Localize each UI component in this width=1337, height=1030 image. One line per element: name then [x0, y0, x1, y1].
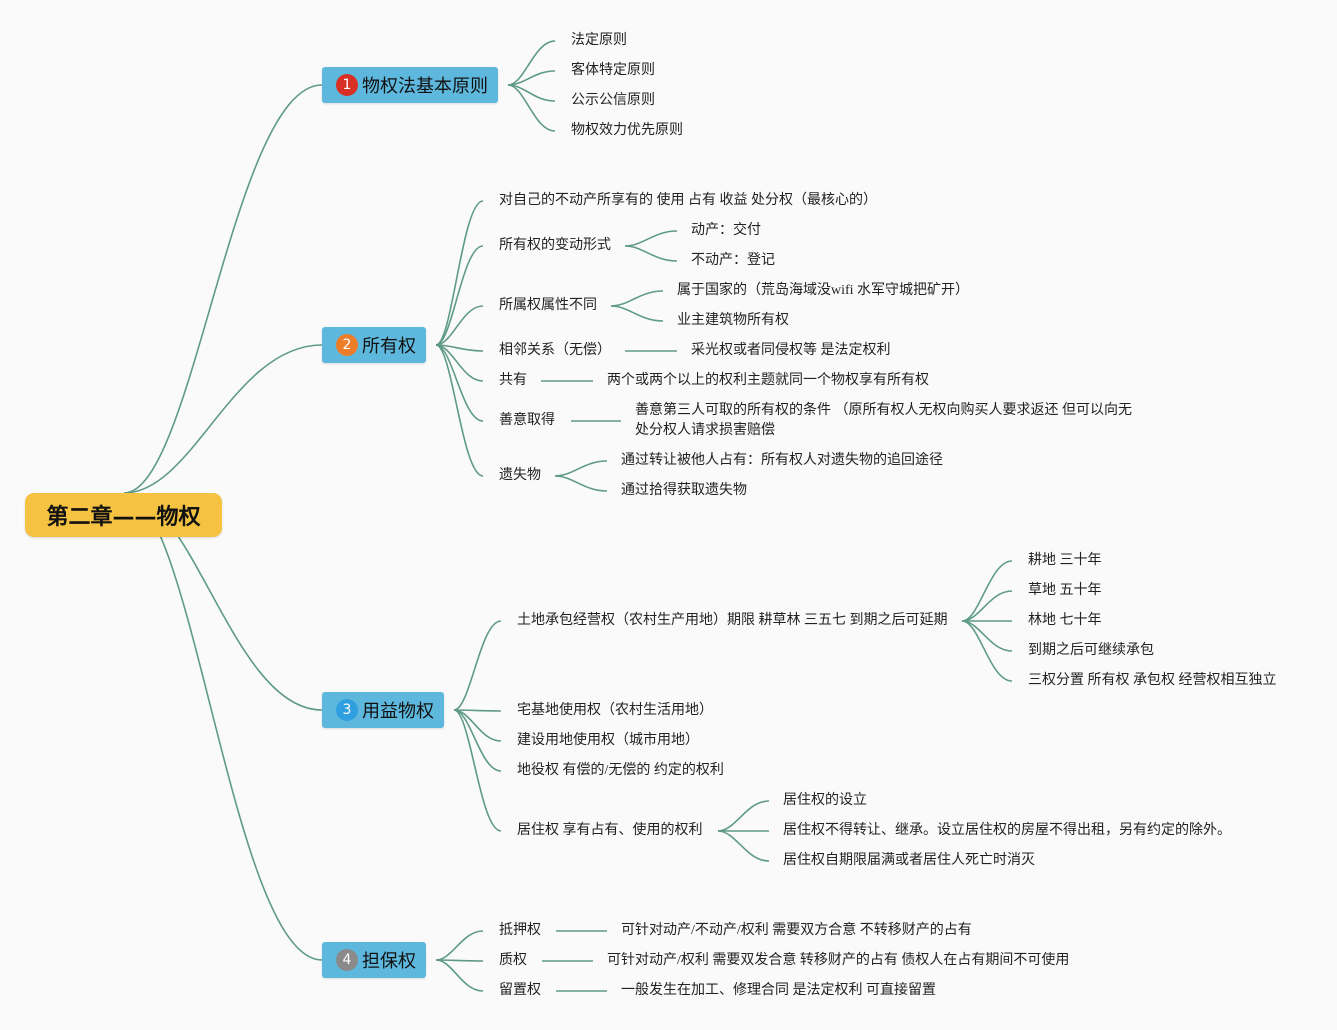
leaf-grassland[interactable]: 草地 五十年: [1028, 583, 1102, 598]
leaf-good-faith-detail[interactable]: 善意第三人可取的所有权的条件 （原所有权人无权向购买人要求返还 但可以向无处分权…: [635, 403, 1132, 438]
leaf-mortgage-detail[interactable]: 可针对动产/不动产/权利 需要双方合意 不转移财产的占有: [621, 923, 972, 938]
root-connector: [123, 492, 323, 961]
leaf-public-trust-principle[interactable]: 公示公信原则: [571, 93, 655, 108]
leaf-priority-principle[interactable]: 物权效力优先原则: [571, 123, 683, 138]
leaf-construction-land[interactable]: 建设用地使用权（城市用地）: [517, 733, 699, 748]
leaf-residence-restrict[interactable]: 居住权不得转让、继承。设立居住权的房屋不得出租，另有约定的除外。: [783, 823, 1231, 838]
leaf-specific-object-principle[interactable]: 客体特定原则: [571, 63, 655, 78]
branch-ownership[interactable]: 2 所有权: [322, 327, 426, 363]
leaf-residence-right[interactable]: 居住权 享有占有、使用的权利: [517, 823, 703, 838]
number-1-icon: 1: [336, 74, 358, 96]
leaf-mortgage[interactable]: 抵押权: [499, 923, 541, 938]
leaf-residence-establish[interactable]: 居住权的设立: [783, 793, 867, 808]
leaf-forestland[interactable]: 林地 七十年: [1028, 613, 1102, 628]
leaf-lien[interactable]: 留置权: [499, 983, 541, 998]
leaf-farmland[interactable]: 耕地 三十年: [1028, 553, 1102, 568]
branch-label: 担保权: [362, 951, 416, 972]
root-connector: [123, 344, 323, 494]
branch3-connector: [453, 709, 502, 772]
branch-usufruct[interactable]: 3 用益物权: [322, 692, 444, 728]
root-connector: [123, 84, 323, 494]
leaf-neighbor-relation[interactable]: 相邻关系（无偿）: [499, 343, 611, 358]
branch4-connector: [435, 930, 484, 961]
branch2-connector: [435, 200, 484, 346]
leaf-immovable-registration[interactable]: 不动产：登记: [691, 253, 775, 268]
leaf-state-owned[interactable]: 属于国家的（荒岛海域没wifi 水军守城把矿开）: [677, 283, 970, 298]
leaf-owner-building[interactable]: 业主建筑物所有权: [677, 313, 789, 328]
residence-connector: [717, 830, 770, 862]
branch2-connector: [435, 344, 484, 422]
number-2-icon: 2: [336, 334, 358, 356]
leaf-lost-found[interactable]: 通过拾得获取遗失物: [621, 483, 747, 498]
branch2-connector: [435, 305, 484, 346]
leaf-renewal[interactable]: 到期之后可继续承包: [1028, 643, 1154, 658]
leaf-change-forms[interactable]: 所有权的变动形式: [499, 238, 611, 253]
leaf-neighbor-detail[interactable]: 采光权或者同侵权等 是法定权利: [691, 343, 891, 358]
leaf-lost-recovery[interactable]: 通过转让被他人占有：所有权人对遗失物的追回途径: [621, 453, 943, 468]
nature-connector: [610, 290, 664, 307]
leaf-residence-end[interactable]: 居住权自期限届满或者居住人死亡时消灭: [783, 853, 1035, 868]
branch4-connector: [435, 959, 484, 992]
branch3-connector: [453, 709, 502, 712]
branch-security[interactable]: 4 担保权: [322, 942, 426, 978]
leaf-statutory-principle[interactable]: 法定原则: [571, 33, 627, 48]
branch4-connector: [435, 959, 484, 962]
leaf-easement[interactable]: 地役权 有偿的/无偿的 约定的权利: [517, 763, 724, 778]
number-3-icon: 3: [336, 699, 358, 721]
lost-connector: [554, 460, 608, 477]
leaf-land-contract[interactable]: 土地承包经营权（农村生产用地）期限 耕草林 三五七 到期之后可延期: [517, 613, 948, 628]
root-label: 第二章——物权: [46, 505, 201, 530]
leaf-co-ownership-detail[interactable]: 两个或两个以上的权利主题就同一个物权享有所有权: [607, 373, 929, 388]
leaf-co-ownership[interactable]: 共有: [499, 373, 527, 388]
leaf-three-rights[interactable]: 三权分置 所有权 承包权 经营权相互独立: [1028, 673, 1277, 688]
leaf-ownership-nature[interactable]: 所属权属性不同: [499, 298, 597, 313]
branch-principles[interactable]: 1 物权法基本原则: [322, 67, 498, 103]
lost-connector: [554, 475, 608, 492]
branch2-connector: [435, 245, 484, 346]
leaf-lien-detail[interactable]: 一般发生在加工、修理合同 是法定权利 可直接留置: [621, 983, 936, 998]
branch3-connector: [453, 620, 502, 711]
branch1-connector: [507, 84, 556, 132]
branch-label: 所有权: [362, 336, 416, 357]
land-connector: [961, 590, 1013, 622]
branch1-connector: [507, 40, 556, 86]
branch-label: 用益物权: [362, 701, 434, 722]
number-4-icon: 4: [336, 949, 358, 971]
branch3-connector: [453, 709, 502, 832]
leaf-good-faith[interactable]: 善意取得: [499, 413, 555, 428]
change-connector: [624, 230, 678, 247]
nature-connector: [610, 305, 664, 322]
leaf-pledge-detail[interactable]: 可针对动产/权利 需要双发合意 转移财产的占有 债权人在占有期间不可使用: [607, 953, 1070, 968]
root-node[interactable]: 第二章——物权: [25, 493, 222, 537]
land-connector: [961, 620, 1013, 682]
leaf-pledge[interactable]: 质权: [499, 953, 527, 968]
leaf-homestead[interactable]: 宅基地使用权（农村生活用地）: [517, 703, 713, 718]
branch-label: 物权法基本原则: [362, 76, 488, 97]
leaf-movable-delivery[interactable]: 动产：交付: [691, 223, 761, 238]
change-connector: [624, 245, 678, 262]
leaf-lost-property[interactable]: 遗失物: [499, 468, 541, 483]
leaf-ownership-core[interactable]: 对自己的不动产所享有的 使用 占有 收益 处分权（最核心的）: [499, 193, 877, 208]
residence-connector: [717, 800, 770, 832]
land-connector: [961, 560, 1013, 622]
branch2-connector: [435, 344, 484, 477]
